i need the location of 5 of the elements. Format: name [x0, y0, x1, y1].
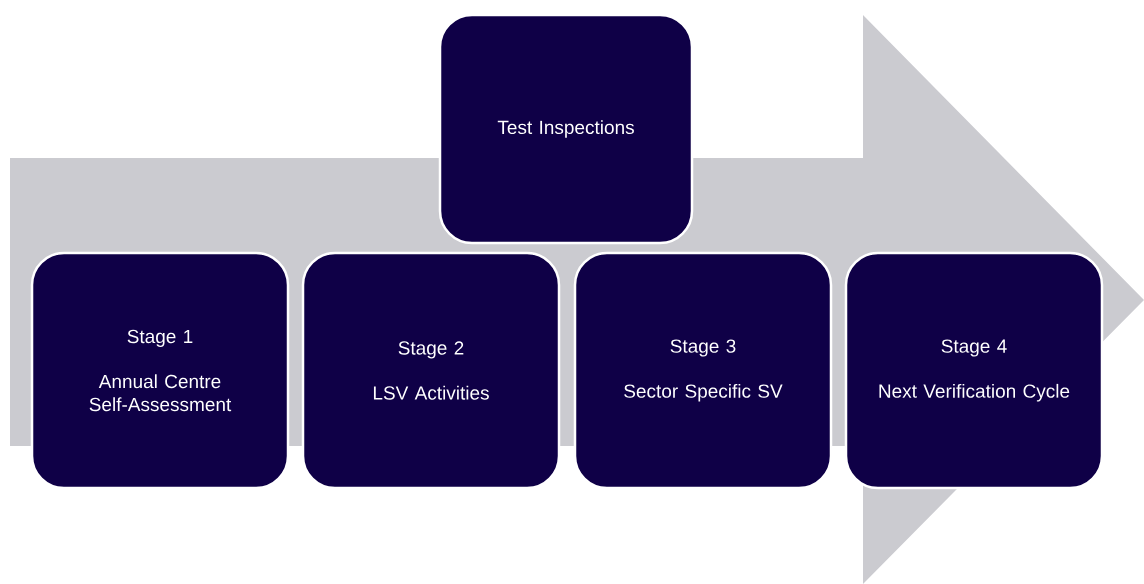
stage-box: Stage 4 Next Verification Cycle — [844, 251, 1104, 490]
stage-box: Stage 2 LSV Activities — [301, 251, 561, 490]
stage-box: Stage 3 Sector Specific SV — [573, 251, 833, 490]
stage-box: Stage 1 Annual Centre Self-Assessment — [30, 251, 290, 490]
process-box: Test Inspections — [438, 13, 694, 245]
